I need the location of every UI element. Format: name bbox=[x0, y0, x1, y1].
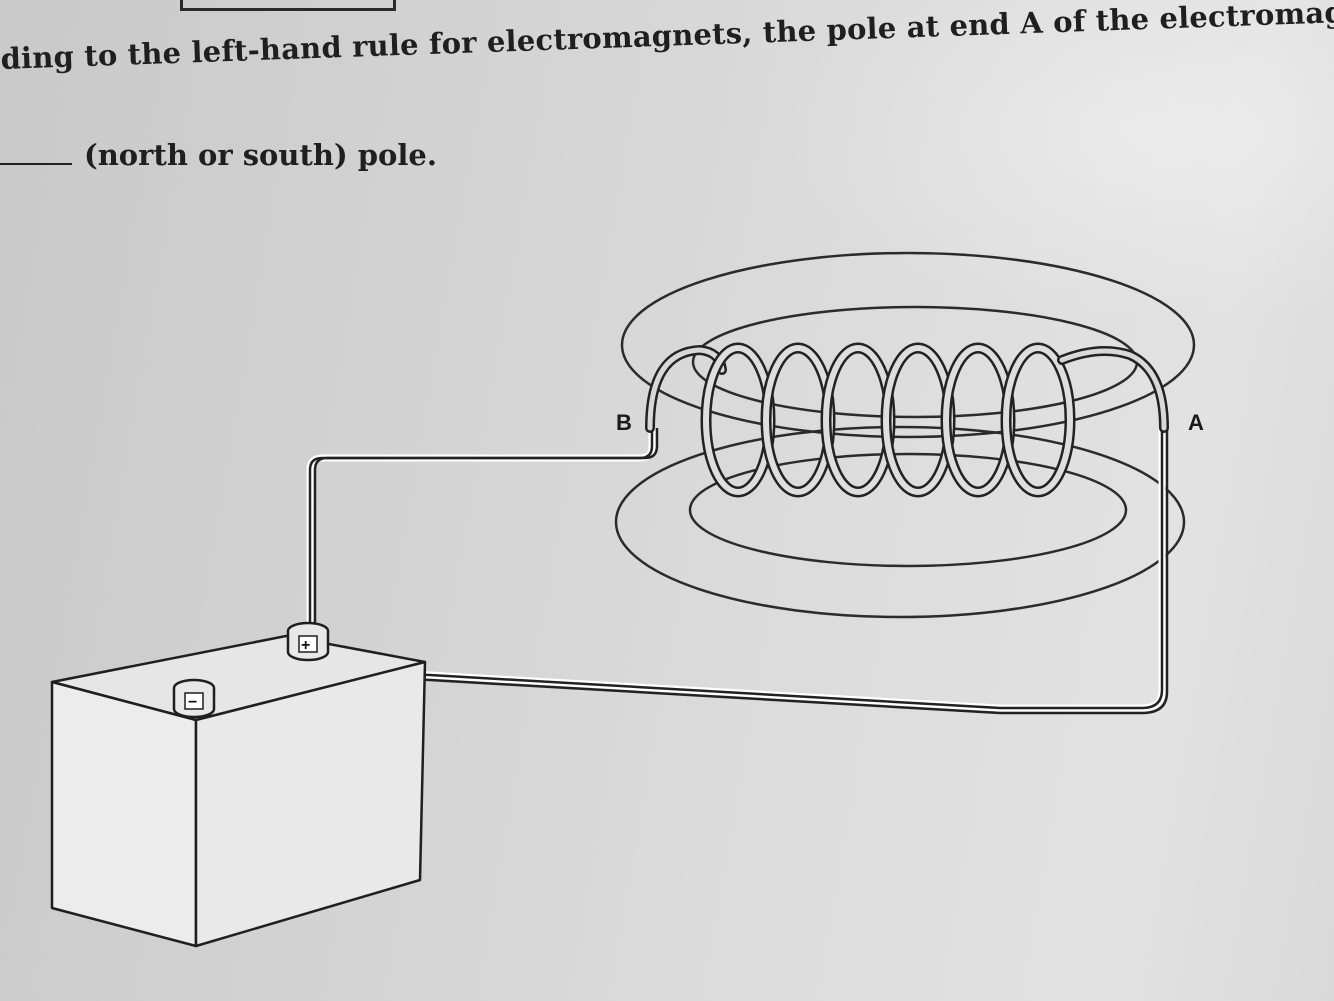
question-line-2: (north or south) pole. bbox=[0, 138, 437, 172]
battery bbox=[50, 634, 427, 948]
positive-terminal: + bbox=[286, 621, 330, 662]
question-line-2-text: (north or south) pole. bbox=[84, 138, 437, 172]
field-line-outer-top bbox=[620, 251, 1196, 439]
end-a-label: A bbox=[1188, 410, 1204, 435]
answer-box-top bbox=[180, 0, 396, 11]
coil bbox=[645, 342, 1169, 498]
positive-symbol: + bbox=[301, 637, 310, 654]
negative-terminal: − bbox=[172, 678, 216, 719]
answer-blank[interactable] bbox=[0, 141, 72, 165]
field-line-outer-bottom bbox=[614, 425, 1186, 619]
field-line-inner-bottom bbox=[688, 452, 1128, 568]
battery-side bbox=[194, 660, 427, 948]
battery-front bbox=[50, 680, 198, 948]
end-b-label: B bbox=[616, 410, 632, 435]
negative-symbol: − bbox=[188, 694, 197, 711]
